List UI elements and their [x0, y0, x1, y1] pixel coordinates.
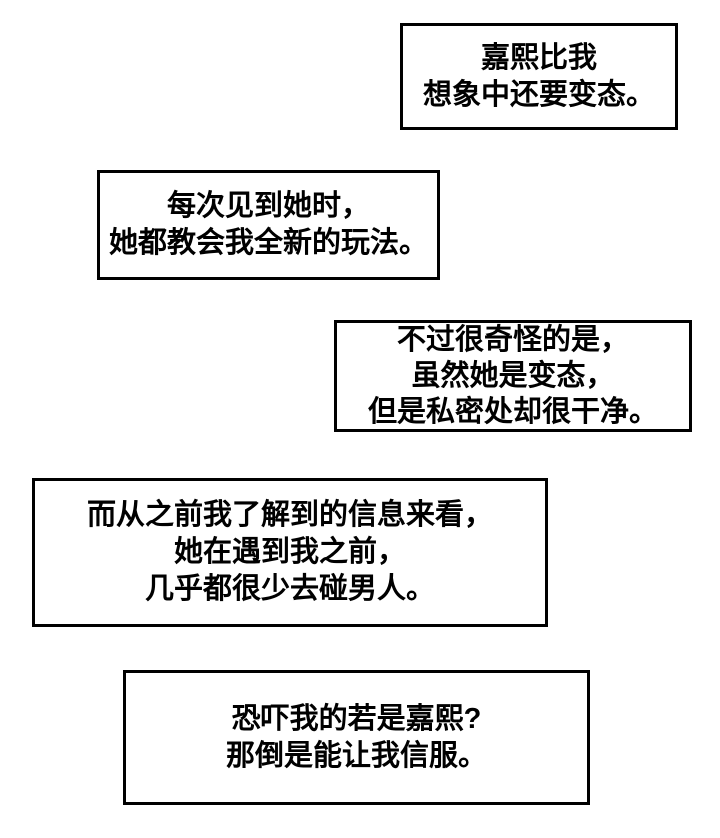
narration-line: 但是私密处却很干净。 [367, 396, 658, 428]
narration-box-5: 恐吓我的若是嘉熙? 那倒是能让我信服。 [123, 670, 590, 805]
narration-line: 想象中还要变态。 [422, 78, 655, 111]
narration-line: 她在遇到我之前， [173, 536, 406, 568]
narration-line: 嘉熙比我 [480, 41, 597, 74]
narration-line: 虽然她是变态， [411, 360, 615, 392]
narration-line: 不过很奇怪的是， [396, 324, 629, 356]
narration-box-2: 每次见到她时， 她都教会我全新的玩法。 [97, 170, 440, 280]
narration-line: 那倒是能让我信服。 [225, 739, 487, 772]
narration-box-3: 不过很奇怪的是， 虽然她是变态， 但是私密处却很干净。 [334, 320, 692, 432]
narration-line: 她都教会我全新的玩法。 [108, 227, 428, 259]
narration-line: 每次见到她时， [166, 190, 370, 222]
narration-box-4: 而从之前我了解到的信息来看， 她在遇到我之前， 几乎都很少去碰男人。 [32, 478, 548, 627]
narration-line: 而从之前我了解到的信息来看， [86, 499, 493, 531]
narration-line: 恐吓我的若是嘉熙? [231, 702, 482, 735]
narration-line: 几乎都很少去碰男人。 [144, 573, 435, 605]
narration-box-1: 嘉熙比我 想象中还要变态。 [400, 23, 678, 130]
